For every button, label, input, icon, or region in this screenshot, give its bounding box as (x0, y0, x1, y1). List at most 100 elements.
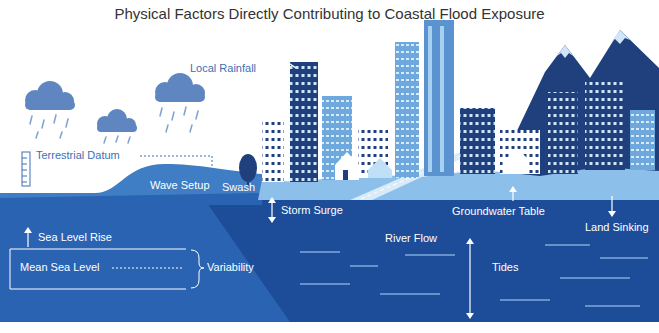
factor-label: Sea Level Rise (38, 231, 112, 244)
raindrops (30, 107, 198, 143)
datum-ruler (22, 182, 27, 183)
variability-bracket (10, 249, 204, 289)
factor-label: Tides (492, 261, 519, 274)
arrows (24, 186, 616, 319)
arrows (466, 238, 474, 244)
water-ripples (300, 251, 340, 253)
water-ripples (560, 277, 630, 279)
factor-label: Mean Sea Level (20, 261, 100, 274)
city-buildings (440, 26, 444, 172)
wind-turbines (283, 45, 285, 60)
factor-label: Land Sinking (585, 221, 649, 234)
city-buildings (585, 82, 625, 170)
water-ripples (545, 244, 590, 246)
factor-label: Variability (207, 261, 254, 274)
variability-bracket (112, 268, 184, 269)
city-buildings (630, 110, 655, 170)
city-buildings (239, 20, 655, 186)
raindrops (60, 132, 62, 138)
factor-label: Storm Surge (281, 204, 343, 217)
variability-bracket (191, 250, 204, 288)
arrows (608, 211, 616, 217)
city-buildings (290, 62, 318, 182)
mountains (557, 45, 573, 58)
factor-label: Terrestrial Datum (36, 149, 120, 162)
mountains (611, 30, 630, 44)
water-ripples (350, 265, 378, 267)
factor-label: Groundwater Table (452, 205, 545, 218)
raindrops (160, 108, 162, 116)
city-buildings (343, 170, 348, 180)
city-buildings (239, 154, 257, 182)
water-ripples (500, 299, 550, 301)
raindrops (54, 115, 56, 123)
arrows (24, 227, 32, 233)
water-ripples (405, 254, 455, 256)
raindrops (128, 137, 130, 143)
factor-label: Swash (222, 181, 255, 194)
datum-ruler (22, 158, 27, 159)
rain-clouds (155, 92, 205, 102)
raindrops (30, 116, 32, 124)
city-buildings (395, 42, 419, 178)
sea (0, 164, 262, 205)
rain-clouds (25, 100, 75, 110)
city-buildings (424, 20, 454, 176)
wind-turbines (379, 66, 381, 80)
water-ripples (300, 245, 648, 306)
water-ripples (600, 257, 648, 259)
wind-turbines (284, 60, 296, 68)
raindrops (104, 137, 106, 143)
city-buildings (460, 108, 495, 174)
city-buildings (428, 26, 432, 172)
wind-turbines (369, 80, 380, 87)
arrows (268, 217, 276, 223)
factor-label: Local Rainfall (190, 62, 256, 75)
raindrops (172, 112, 174, 120)
arrows (466, 313, 474, 319)
arrows (469, 243, 470, 314)
raindrops (166, 125, 168, 132)
city-buildings (262, 122, 284, 182)
land (258, 167, 659, 200)
sea (0, 193, 290, 322)
city-buildings (368, 158, 392, 178)
wind-turbines (272, 45, 391, 130)
rain-clouds (25, 73, 205, 132)
arrows (611, 196, 612, 213)
raindrops (66, 119, 68, 127)
water-ripples (300, 283, 350, 285)
datum-ruler (22, 170, 27, 171)
arrows (509, 186, 517, 192)
water-ripples (380, 293, 440, 295)
datum-ruler (212, 156, 213, 166)
city-buildings (500, 130, 540, 174)
wind-turbines (380, 80, 391, 87)
diagram-title: Physical Factors Directly Contributing t… (0, 5, 659, 22)
datum-ruler (22, 164, 27, 165)
raindrops (196, 111, 198, 119)
datum-ruler (22, 152, 30, 186)
rain-clouds (97, 124, 137, 132)
raindrops (116, 136, 118, 142)
arrows (268, 197, 276, 203)
raindrops (190, 125, 192, 132)
sea (0, 193, 262, 205)
water-ripples (585, 305, 640, 307)
sea (0, 164, 659, 322)
variability-bracket (10, 249, 186, 289)
raindrops (42, 120, 44, 128)
city-buildings (548, 92, 578, 174)
raindrops (184, 107, 186, 115)
datum-ruler (22, 176, 27, 177)
arrows (27, 231, 28, 247)
datum-ruler (140, 156, 212, 157)
city-buildings (505, 148, 529, 174)
factor-label: Wave Setup (150, 179, 210, 192)
wind-turbines (379, 80, 381, 130)
raindrops (36, 132, 38, 138)
factor-label: River Flow (385, 232, 437, 245)
wind-turbines (283, 60, 285, 120)
city-buildings (335, 152, 359, 180)
